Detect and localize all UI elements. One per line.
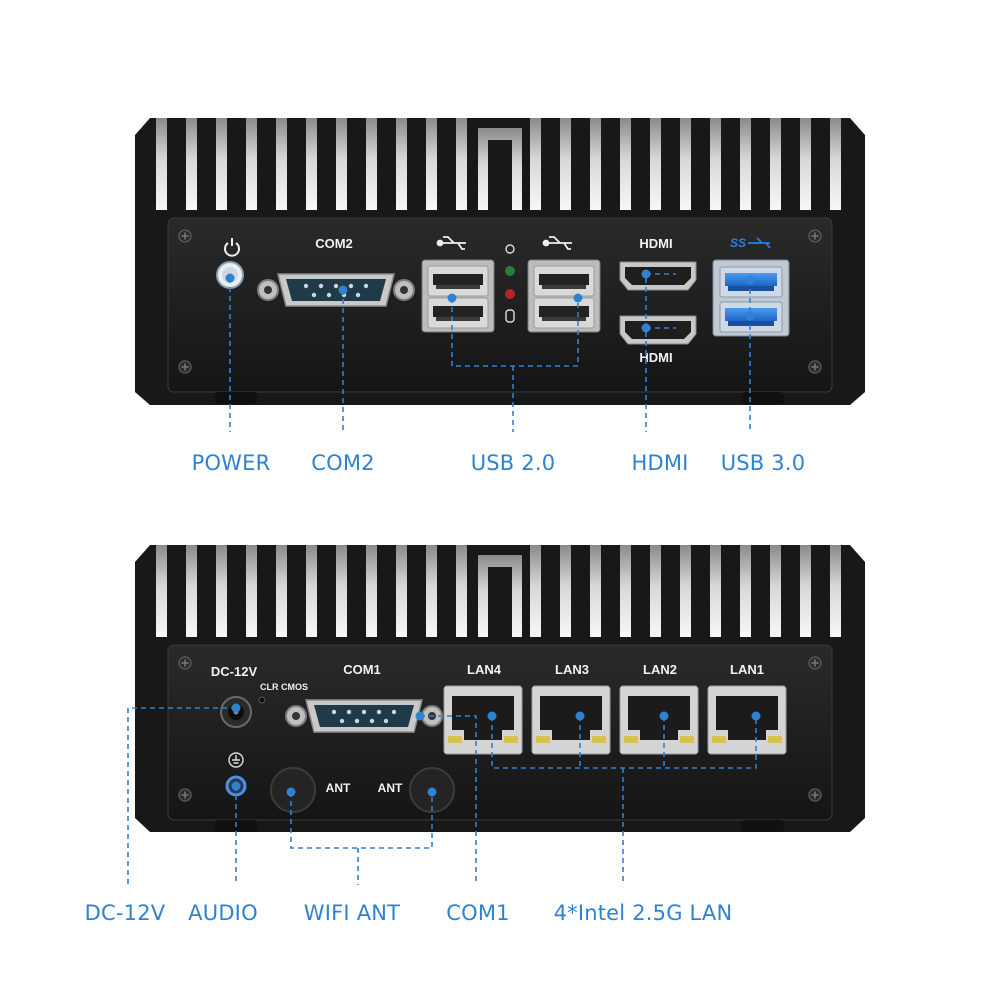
ground-icon bbox=[228, 752, 244, 768]
ant-left-label: ANT bbox=[326, 781, 351, 795]
lan3-port[interactable] bbox=[531, 685, 611, 755]
front-unit: COM2 HDMI HDMI SS bbox=[135, 118, 865, 405]
hdmi-top-label: HDMI bbox=[639, 236, 672, 251]
callout-power: POWER bbox=[191, 451, 271, 475]
usb3-port-group[interactable] bbox=[712, 259, 790, 337]
front-callout-lines bbox=[229, 273, 770, 432]
hdmi-port-top[interactable] bbox=[619, 261, 697, 291]
clr-cmos-label: CLR CMOS bbox=[260, 682, 308, 692]
callout-usb2: USB 2.0 bbox=[470, 451, 556, 475]
usb2-port-group-right[interactable] bbox=[527, 259, 601, 333]
callout-dc: DC-12V bbox=[84, 901, 166, 925]
svg-text:SS: SS bbox=[730, 236, 746, 250]
dc-port-label: DC-12V bbox=[211, 664, 258, 679]
usb-icon bbox=[436, 236, 572, 250]
lan3-label: LAN3 bbox=[555, 662, 589, 677]
usb2-port-group-left[interactable] bbox=[421, 259, 495, 333]
callout-hdmi: HDMI bbox=[631, 451, 689, 475]
lan1-port[interactable] bbox=[707, 685, 787, 755]
lan2-port[interactable] bbox=[619, 685, 699, 755]
com2-port-label: COM2 bbox=[315, 236, 353, 251]
lan1-label: LAN1 bbox=[730, 662, 764, 677]
callout-audio: AUDIO bbox=[188, 901, 258, 925]
callout-usb3: USB 3.0 bbox=[720, 451, 806, 475]
rear-callout-dots bbox=[231, 703, 761, 797]
lan4-port[interactable] bbox=[443, 685, 523, 755]
heatsink-fins-front bbox=[156, 118, 841, 210]
callout-com2: COM2 bbox=[311, 451, 375, 475]
hdmi-port-bottom[interactable] bbox=[619, 315, 697, 345]
front-callout-dots bbox=[225, 269, 755, 333]
power-icon bbox=[224, 238, 240, 257]
usb3-ss-icon: SS bbox=[730, 236, 771, 250]
rear-callout-lines bbox=[127, 707, 757, 885]
lan4-label: LAN4 bbox=[467, 662, 502, 677]
ant-right-label: ANT bbox=[378, 781, 403, 795]
clr-cmos-button[interactable] bbox=[258, 696, 266, 704]
callout-com1: COM1 bbox=[446, 901, 510, 925]
heatsink-fins-rear bbox=[156, 545, 841, 637]
hdmi-bottom-label: HDMI bbox=[639, 350, 672, 365]
com1-port-label: COM1 bbox=[343, 662, 381, 677]
status-led-icons bbox=[505, 244, 515, 323]
lan2-label: LAN2 bbox=[643, 662, 677, 677]
callout-wifi-ant: WIFI ANT bbox=[303, 901, 401, 925]
rear-unit: DC-12V CLR CMOS COM1 ANT ANT LAN4 LA bbox=[135, 545, 865, 832]
callout-lan: 4*Intel 2.5G LAN bbox=[553, 901, 733, 925]
